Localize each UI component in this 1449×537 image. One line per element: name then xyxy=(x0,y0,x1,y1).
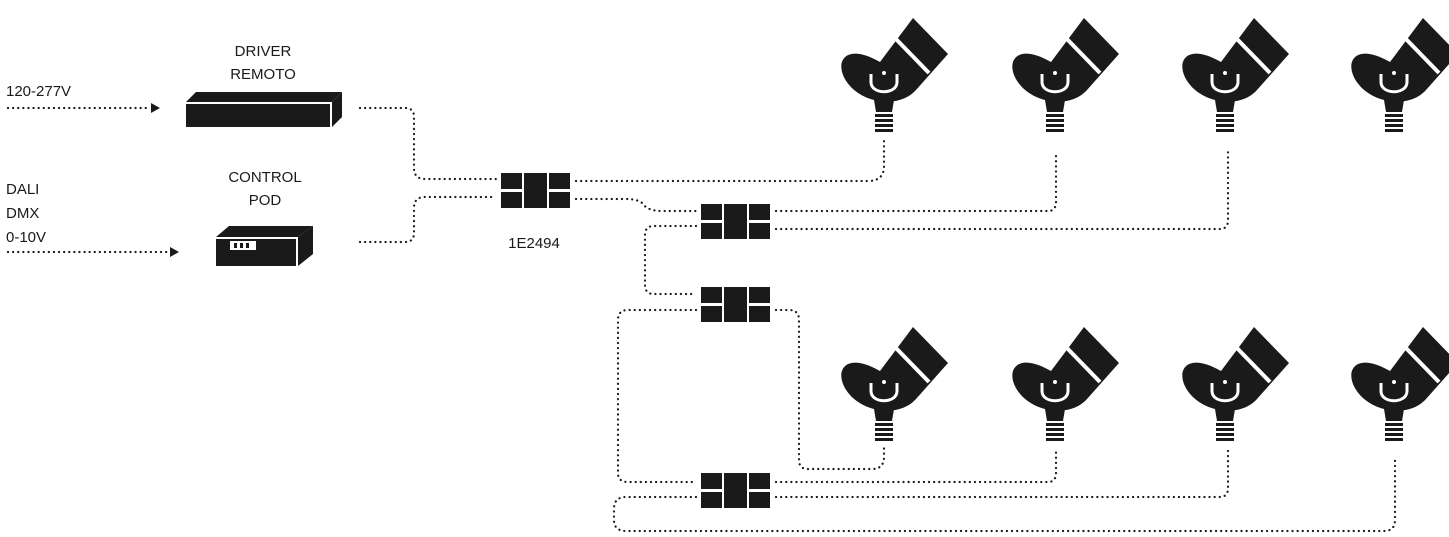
driver-label-line1: DRIVER xyxy=(235,43,292,60)
connector-block-icon xyxy=(701,473,770,508)
spotlight-fixture-icon xyxy=(1349,325,1449,443)
spotlight-fixture-icon xyxy=(1010,16,1121,134)
dali-label: DALI xyxy=(6,181,39,198)
spotlight-fixture-icon xyxy=(1180,325,1291,443)
spotlight-fixture-icon xyxy=(1010,325,1121,443)
control-input-arrow xyxy=(6,247,179,257)
spotlight-fixture-icon xyxy=(839,325,950,443)
spotlight-fixture-icon xyxy=(839,16,950,134)
driver-label-line2: REMOTO xyxy=(230,66,296,83)
connector-block-icon xyxy=(501,173,570,208)
pod-label-line1: CONTROL xyxy=(228,169,301,186)
connector-part-number: 1E2494 xyxy=(508,235,560,252)
connector-block-icon xyxy=(701,204,770,239)
pod-label-line2: POD xyxy=(249,192,282,209)
0-10v-label: 0-10V xyxy=(6,229,46,246)
spotlight-fixture-icon xyxy=(1180,16,1291,134)
spotlight-fixture-icon xyxy=(1349,16,1449,134)
control-pod-icon xyxy=(216,226,313,266)
wiring xyxy=(358,106,1397,533)
dmx-label: DMX xyxy=(6,205,39,222)
power-input-label: 120-277V xyxy=(6,83,71,100)
driver-box-icon xyxy=(186,92,342,127)
connector-block-icon xyxy=(701,287,770,322)
power-input-arrow xyxy=(6,103,160,113)
